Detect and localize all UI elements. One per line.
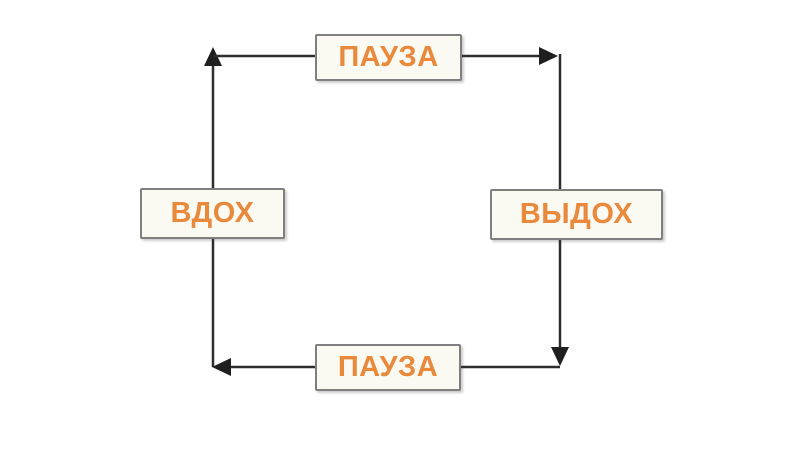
node-pause-top-label: ПАУЗА	[338, 41, 439, 73]
node-inhale-label: ВДОХ	[170, 197, 255, 229]
node-pause-top: ПАУЗА	[315, 34, 462, 81]
arrow-left-icon	[212, 358, 231, 376]
node-inhale: ВДОХ	[140, 188, 285, 239]
node-pause-bottom-label: ПАУЗА	[337, 351, 439, 383]
arrow-right-icon	[539, 47, 558, 65]
node-pause-bottom: ПАУЗА	[315, 344, 461, 391]
arrow-down-icon	[551, 347, 569, 366]
node-exhale-label: ВЫДОХ	[519, 198, 634, 230]
node-exhale: ВЫДОХ	[490, 189, 663, 240]
